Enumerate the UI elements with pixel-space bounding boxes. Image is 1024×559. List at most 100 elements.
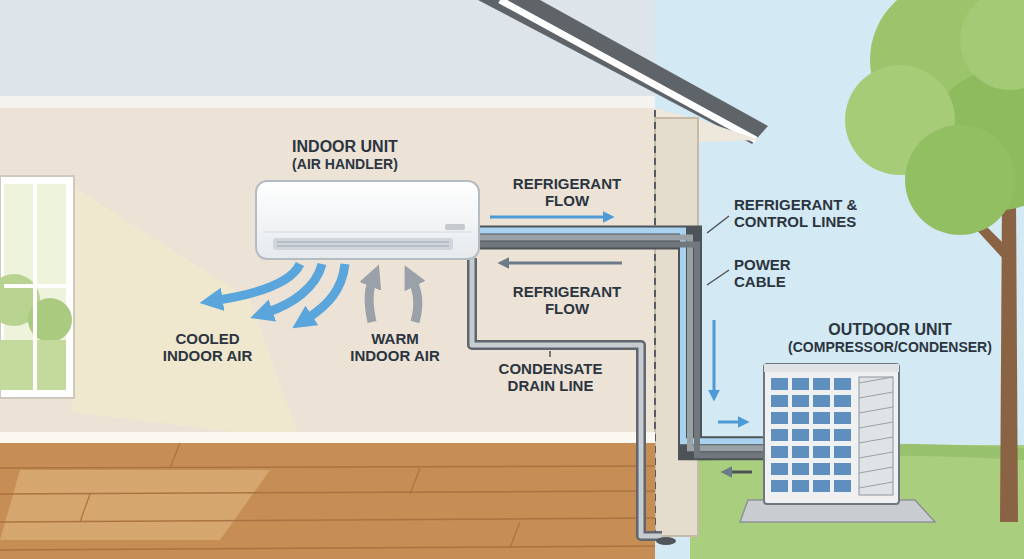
unit-title: INDOOR UNIT	[255, 138, 435, 156]
cooled-air-arrow	[268, 264, 322, 312]
outdoor-unit-body	[859, 482, 893, 488]
outdoor-unit-body	[859, 422, 893, 428]
cooled-air-arrow	[218, 264, 345, 318]
floor	[80, 494, 90, 522]
outdoor-unit: OUTDOOR UNIT(COMPRESSOR/CONDENSER)	[763, 363, 900, 505]
outdoor-unit-body	[813, 463, 830, 475]
indoor-unit-body	[273, 238, 453, 250]
outdoor-unit-body	[813, 412, 830, 424]
outdoor-unit-body	[859, 467, 893, 473]
outdoor-unit-body	[834, 463, 851, 475]
flow-label: REFRIGERANT FLOW	[507, 283, 627, 318]
floor	[0, 432, 655, 443]
unit-subtitle: (AIR HANDLER)	[255, 156, 435, 172]
refrigerant-flow-arrow	[490, 217, 752, 472]
floor	[410, 468, 420, 494]
floor	[0, 491, 655, 494]
condensate-drain-pipe	[472, 258, 662, 536]
unit-subtitle: (COMPRESSOR/CONDENSER)	[770, 339, 1010, 355]
cooled-air-arrow	[218, 264, 300, 300]
outdoor-unit-body	[859, 452, 893, 458]
pipe	[480, 238, 763, 449]
outdoor-unit-body	[792, 480, 809, 492]
leader-line	[707, 216, 729, 233]
tree	[845, 0, 1024, 522]
outdoor-unit-body	[771, 429, 788, 441]
power-cable-label: POWER CABLE	[734, 256, 814, 291]
pipe	[480, 231, 763, 442]
leader-line	[549, 351, 551, 357]
indoor-unit-body	[255, 180, 480, 260]
outdoor-unit-body	[813, 429, 830, 441]
outdoor-unit-body	[834, 446, 851, 458]
outdoor-unit-body	[764, 364, 899, 372]
floor	[170, 443, 180, 468]
refrigerant-flow-arrow	[507, 262, 622, 265]
floor	[0, 518, 655, 522]
indoor-unit-body	[445, 224, 465, 230]
outdoor-unit-body	[813, 378, 830, 390]
air-label: COOLED INDOOR AIR	[150, 330, 265, 365]
outdoor-unit-body	[763, 363, 900, 505]
outdoor-unit-body	[859, 377, 893, 495]
refrigerant-flow-arrow	[718, 421, 740, 424]
indoor-unit-body	[277, 245, 449, 247]
pipe	[480, 238, 763, 449]
outdoor-unit-body	[813, 480, 830, 492]
indoor-unit-body	[277, 241, 449, 243]
outdoor-unit-body	[859, 377, 893, 383]
floor	[0, 466, 655, 468]
refrigerant-flow-arrow	[730, 471, 752, 474]
outdoor-unit-body	[771, 446, 788, 458]
refrigerant-flow-arrow	[490, 216, 605, 219]
outdoor-unit-body	[834, 429, 851, 441]
outdoor-unit-body	[792, 463, 809, 475]
flow-label: REFRIGERANT FLOW	[507, 175, 627, 210]
floor	[510, 522, 520, 548]
condensate-drain-pipe	[472, 258, 662, 536]
outdoor-unit-body	[792, 378, 809, 390]
warm-air-arrow	[369, 282, 372, 322]
floor	[0, 546, 655, 550]
warm-air-arrow	[413, 282, 418, 322]
outdoor-unit-body	[813, 395, 830, 407]
line-set-label: REFRIGERANT & CONTROL LINES	[734, 196, 874, 231]
outdoor-unit-body	[771, 463, 788, 475]
outdoor-unit-body	[771, 480, 788, 492]
interior-wall	[0, 108, 655, 444]
indoor-unit-body	[256, 181, 479, 259]
outdoor-unit-body	[792, 446, 809, 458]
outdoor-unit-body	[859, 407, 893, 413]
tree	[905, 125, 1015, 235]
outdoor-unit-body	[859, 392, 893, 398]
outdoor-unit-body	[834, 412, 851, 424]
tree	[960, 0, 1024, 90]
outdoor-unit-body	[764, 364, 899, 504]
cooled-air-arrow	[308, 264, 345, 318]
floor	[0, 443, 655, 559]
floor	[0, 470, 270, 540]
drain-label: CONDENSATE DRAIN LINE	[488, 360, 613, 395]
outdoor-unit-body	[834, 395, 851, 407]
air-label: WARM INDOOR AIR	[345, 330, 445, 365]
window	[4, 284, 66, 288]
window	[0, 176, 74, 398]
outdoor-unit-body	[834, 378, 851, 390]
pipe	[480, 245, 763, 456]
refrigerant-flow-arrow	[713, 320, 716, 392]
refrigerant-line-set	[480, 231, 763, 456]
outdoor-unit-body	[771, 378, 788, 390]
condensate-drain-pipe	[656, 537, 676, 545]
condensate-drain-pipe	[472, 258, 676, 545]
unit-title: OUTDOOR UNIT	[770, 321, 1010, 339]
unit-heading: INDOOR UNIT(AIR HANDLER)	[255, 138, 435, 172]
leader-line	[707, 270, 729, 285]
ceiling	[0, 96, 655, 108]
outdoor-unit-body	[813, 446, 830, 458]
outdoor-unit-body	[834, 480, 851, 492]
